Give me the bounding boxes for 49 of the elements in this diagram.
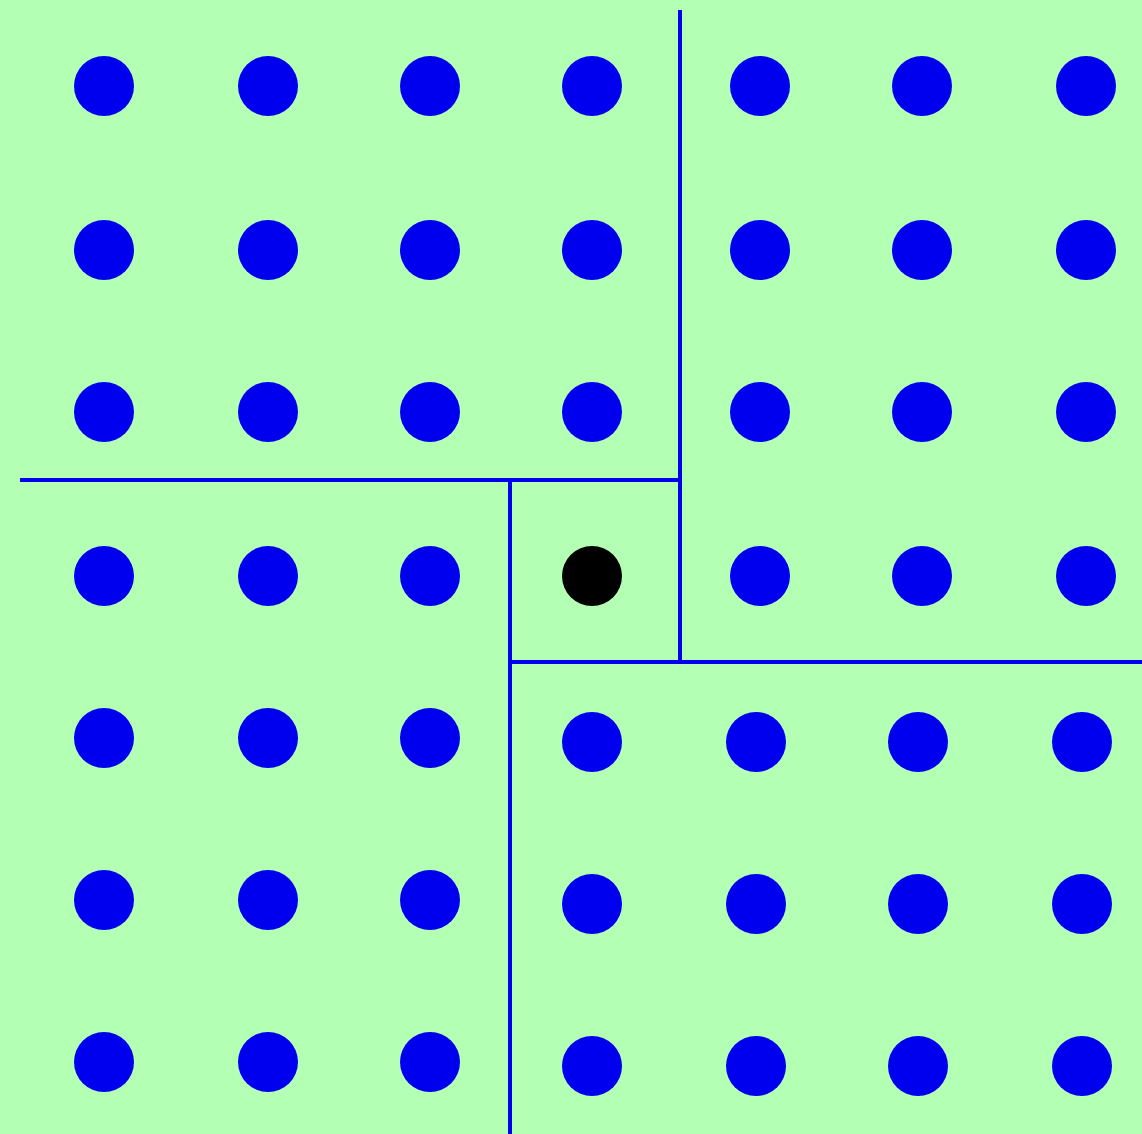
dot (238, 546, 298, 606)
dot (730, 56, 790, 116)
dot (888, 874, 948, 934)
dot (730, 382, 790, 442)
dot (400, 220, 460, 280)
dot (730, 220, 790, 280)
dot (562, 712, 622, 772)
dot (892, 220, 952, 280)
dot (400, 56, 460, 116)
dot (238, 220, 298, 280)
dot (74, 708, 134, 768)
dot (892, 546, 952, 606)
dot (730, 546, 790, 606)
dot (400, 546, 460, 606)
dot (74, 220, 134, 280)
dot (74, 546, 134, 606)
dot (888, 1036, 948, 1096)
dot (1056, 220, 1116, 280)
dot (562, 382, 622, 442)
dot (1056, 56, 1116, 116)
dot (1056, 546, 1116, 606)
dot (1052, 712, 1112, 772)
dot (400, 870, 460, 930)
dot (400, 1032, 460, 1092)
dot (892, 56, 952, 116)
dot (238, 708, 298, 768)
dot (74, 870, 134, 930)
dot (238, 56, 298, 116)
dot (74, 382, 134, 442)
dot (1056, 382, 1116, 442)
dot (562, 874, 622, 934)
dot (238, 870, 298, 930)
dot (238, 1032, 298, 1092)
dot (562, 220, 622, 280)
dot (726, 1036, 786, 1096)
dot (562, 56, 622, 116)
dot (74, 1032, 134, 1092)
dot (1052, 874, 1112, 934)
dot (400, 708, 460, 768)
dot (74, 56, 134, 116)
dot (1052, 1036, 1112, 1096)
dot (400, 382, 460, 442)
dot (892, 382, 952, 442)
highlighted-dot (562, 546, 622, 606)
dot (726, 874, 786, 934)
dot (562, 1036, 622, 1096)
dot (726, 712, 786, 772)
dot (888, 712, 948, 772)
dot (238, 382, 298, 442)
